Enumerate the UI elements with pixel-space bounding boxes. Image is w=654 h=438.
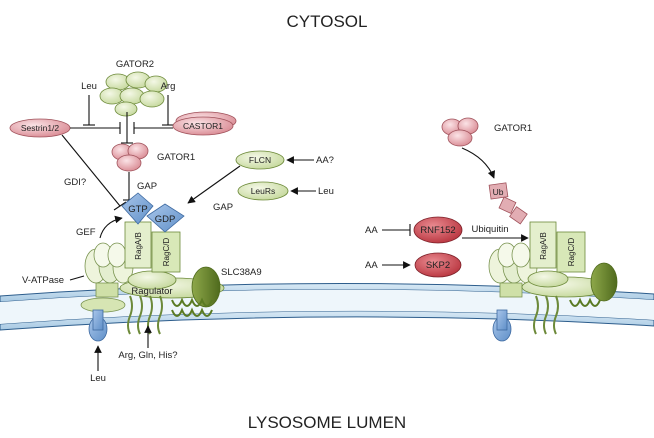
- leu-label-top: Leu: [81, 81, 97, 92]
- slc38a9-right: [569, 262, 618, 307]
- gator1-label-right: GATOR1: [494, 123, 532, 134]
- sestrin-gdi-line: [61, 134, 121, 207]
- ragulator-label: Ragulator: [131, 286, 172, 297]
- gator2-label: GATOR2: [116, 59, 154, 70]
- rag-heterodimer-right: [529, 221, 586, 273]
- flcn-gap-arrow: [187, 165, 241, 204]
- gef-arrow: [99, 215, 123, 239]
- aa-question-label: AA?: [316, 155, 334, 166]
- gef-label: GEF: [76, 227, 96, 238]
- sestrin-gdi-bar: [113, 201, 127, 211]
- castor-oval: [172, 116, 234, 136]
- lysosome-lumen-label: LYSOSOME LUMEN: [248, 413, 406, 432]
- ub-label: Ub: [493, 187, 504, 197]
- rnf152-label: RNF152: [420, 225, 455, 236]
- skp2-label: SKP2: [426, 260, 450, 271]
- gtp-label: GTP: [128, 204, 148, 215]
- aa-label-1: AA: [365, 225, 378, 236]
- rag-ab-label-right: RagA/B: [539, 232, 548, 260]
- sestrin-label: Sestrin1/2: [21, 123, 60, 133]
- slc38a9-transporter: [171, 266, 221, 317]
- ragulator-anchors-right: [533, 295, 559, 335]
- cytosol-label: CYTOSOL: [287, 12, 368, 31]
- leu-bottom-label: Leu: [90, 373, 106, 384]
- ragulator-anchors-left: [127, 295, 163, 335]
- gtp-diamond: [121, 192, 154, 225]
- gator1-complex-left: [111, 142, 149, 172]
- v-atpase-pointer: [69, 275, 85, 281]
- gator2-complex: [99, 71, 168, 117]
- leurs-oval: [237, 181, 289, 201]
- castor-label: CASTOR1: [183, 121, 223, 131]
- gdi-label: GDI?: [64, 177, 86, 188]
- ragulator-right: [521, 270, 611, 298]
- gap-label-right: GAP: [213, 202, 233, 213]
- aa-input-label: Arg, Gln, His?: [118, 350, 177, 361]
- flcn-label: FLCN: [249, 155, 271, 165]
- ubiquitin-label: Ubiquitin: [472, 224, 509, 235]
- leu-transporter-right: [492, 309, 512, 342]
- v-atpase-label: V-ATPase: [22, 275, 64, 286]
- v-atpase-left: [80, 242, 134, 313]
- slc38a9-label: SLC38A9: [221, 267, 262, 278]
- gator1-label-left: GATOR1: [157, 152, 195, 163]
- leurs-label: LeuRs: [251, 186, 276, 196]
- arg-label-top: Arg: [161, 81, 176, 92]
- flcn-oval: [235, 150, 285, 170]
- gdp-diamond: [146, 203, 185, 233]
- leu-transporter-left: [88, 309, 108, 342]
- leu-label-right: Leu: [318, 186, 334, 197]
- gator1-ub-arrow: [461, 147, 495, 179]
- gator1-complex-right: [441, 117, 479, 147]
- rag-cd-label-left: RagC/D: [162, 238, 171, 267]
- ubiquitin-chain: [488, 182, 528, 225]
- gap-label-top: GAP: [137, 181, 157, 192]
- rag-cd-label-right: RagC/D: [567, 238, 576, 267]
- rnf152-oval: [413, 216, 463, 244]
- aa-label-2: AA: [365, 260, 378, 271]
- skp2-oval: [414, 252, 462, 278]
- rag-heterodimer-left: [124, 221, 181, 273]
- rag-ab-label-left: RagA/B: [134, 232, 143, 260]
- gdp-label: GDP: [155, 214, 176, 225]
